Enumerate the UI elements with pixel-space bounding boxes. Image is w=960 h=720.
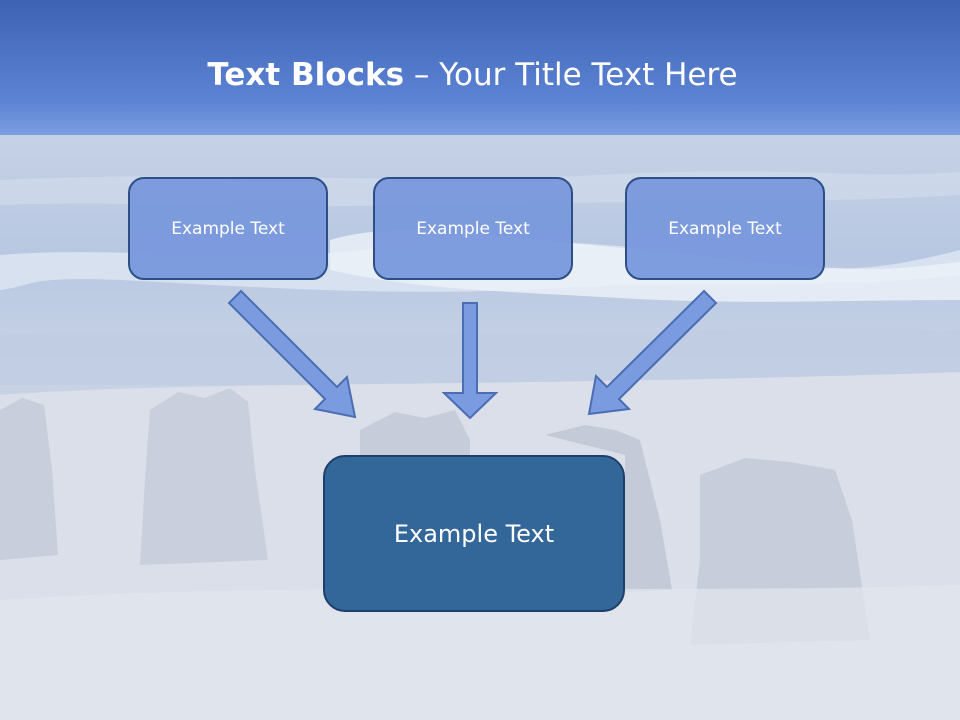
- title-separator: –: [404, 57, 440, 93]
- text-block-right-label: Example Text: [668, 218, 782, 239]
- text-block-target[interactable]: Example Text: [323, 455, 625, 612]
- text-block-target-label: Example Text: [393, 519, 555, 548]
- text-block-center[interactable]: Example Text: [373, 177, 573, 280]
- text-block-left[interactable]: Example Text: [128, 177, 328, 280]
- text-block-left-label: Example Text: [171, 218, 285, 239]
- title-rest: Your Title Text Here: [439, 57, 738, 93]
- text-block-center-label: Example Text: [416, 218, 530, 239]
- title-bold: Text Blocks: [207, 57, 405, 93]
- slide-title: Text Blocks – Your Title Text Here: [0, 52, 945, 98]
- text-block-right[interactable]: Example Text: [625, 177, 825, 280]
- title-banner: [0, 0, 960, 135]
